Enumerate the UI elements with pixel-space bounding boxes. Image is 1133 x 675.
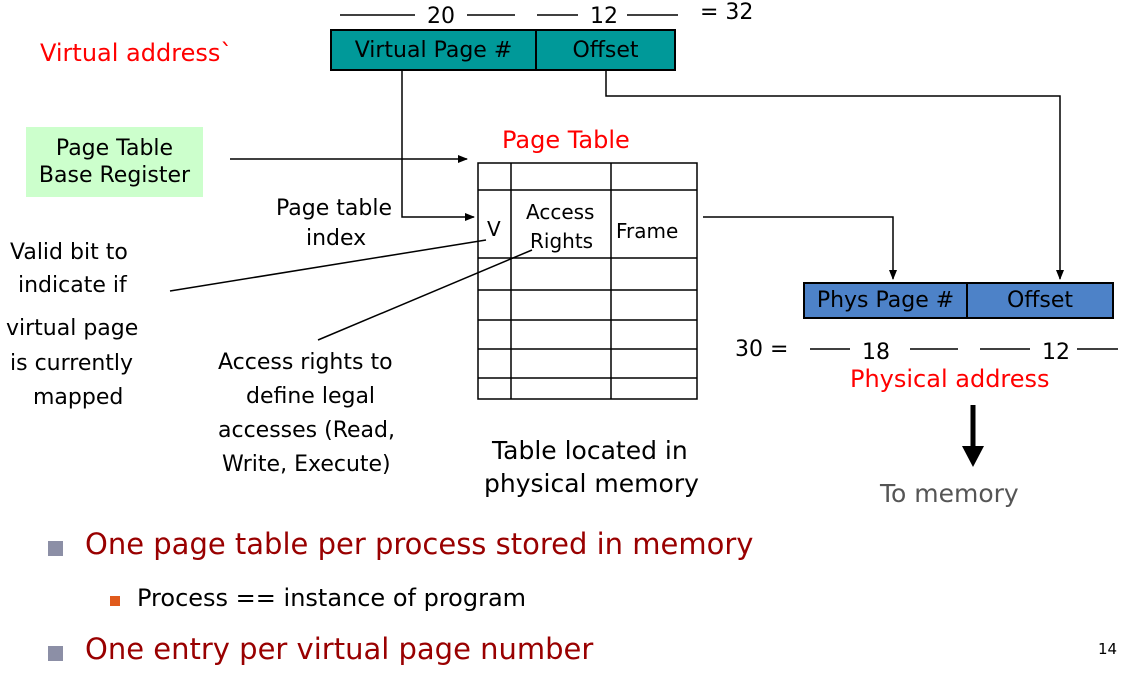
physical-address-label: Physical address [850, 365, 1050, 393]
valid-note-4: is currently [10, 351, 134, 376]
virtual-offset-field: Offset [535, 29, 676, 71]
to-memory-label: To memory [880, 479, 1019, 508]
frame-arrow [703, 216, 897, 280]
col-valid-label: V [487, 217, 501, 241]
page-table-title: Page Table [502, 126, 630, 154]
sub-bullet-text-1: Process == instance of program [137, 584, 527, 612]
ppn-bits: 18 [862, 340, 890, 365]
valid-note-pointer [169, 239, 487, 292]
offset-arrow [605, 70, 1064, 280]
phys-page-number-field: Phys Page # [803, 282, 968, 319]
table-caption-1: Table located in [492, 436, 688, 465]
page-table-base-register: Page Table Base Register [26, 127, 203, 197]
ptbr-line2: Base Register [38, 163, 191, 188]
bullet-square-1 [48, 541, 63, 556]
valid-note-2: indicate if [18, 273, 127, 298]
valid-note-1: Valid bit to [10, 240, 128, 265]
col-access-label-2: Rights [530, 229, 594, 253]
access-note-pointer [317, 249, 533, 341]
access-note-4: Write, Execute) [222, 452, 391, 477]
access-note-3: accesses (Read, [218, 418, 395, 443]
phys-offset-field: Offset [966, 282, 1114, 319]
bullet-text-1: One page table per process stored in mem… [85, 527, 754, 561]
offset-bits: 12 [590, 4, 618, 29]
page-table-grid [477, 162, 698, 400]
vpn-bits: 20 [427, 4, 455, 29]
access-note-1: Access rights to [218, 350, 393, 375]
to-memory-arrow-head [962, 446, 984, 467]
table-caption-2: physical memory [484, 469, 699, 498]
sub-bullet-square-1 [110, 596, 120, 606]
slide-number: 14 [1098, 640, 1118, 658]
virtual-page-number-field: Virtual Page # [330, 29, 537, 71]
valid-note-3: virtual page [6, 316, 139, 341]
index-label-2: index [306, 226, 367, 251]
bullet-square-2 [48, 646, 63, 661]
virtual-total-bits: = 32 [700, 0, 754, 25]
index-label-1: Page table [276, 196, 392, 221]
physical-total-bits: 30 = [735, 337, 789, 362]
ptbr-line1: Page Table [55, 135, 174, 161]
col-access-label-1: Access [526, 200, 595, 224]
valid-note-5: mapped [33, 385, 124, 410]
col-frame-label: Frame [616, 219, 679, 243]
virtual-address-label: Virtual address` [40, 39, 233, 67]
bullet-text-2: One entry per virtual page number [85, 632, 594, 666]
phys-offset-bits: 12 [1042, 340, 1070, 365]
vpn-index-arrow [401, 70, 475, 221]
access-note-2: define legal [246, 384, 376, 409]
